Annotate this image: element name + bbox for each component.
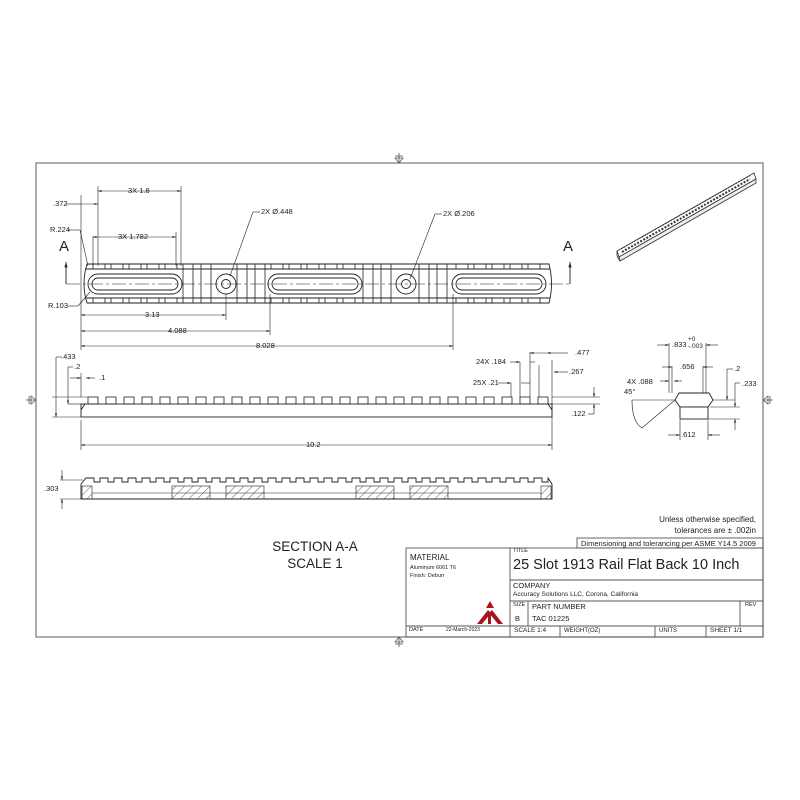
section-marker-left: A bbox=[59, 238, 70, 255]
drawing-frame bbox=[26, 153, 773, 647]
dim-mid-width: .656 bbox=[680, 362, 695, 371]
date-value: 22-March-2023 bbox=[446, 627, 480, 633]
dim-hole1-pos: 3.13 bbox=[145, 310, 160, 319]
size-value: B bbox=[515, 614, 521, 623]
section-view bbox=[60, 470, 553, 509]
dim-lug-height: .122 bbox=[571, 409, 586, 418]
units-label: UNITS bbox=[659, 628, 677, 634]
section-title-line2: SCALE 1 bbox=[287, 556, 343, 571]
material-label: MATERIAL bbox=[410, 553, 450, 562]
dim-slot-width: 24X .184 bbox=[476, 357, 507, 366]
dim-section-height: .303 bbox=[44, 484, 59, 493]
dim-chamfer: 4X .088 bbox=[627, 377, 653, 386]
company-logo-icon bbox=[477, 601, 503, 624]
dim-tol-minus: -.003 bbox=[688, 343, 703, 350]
part-number: TAC 01225 bbox=[532, 614, 570, 623]
end-view bbox=[631, 343, 740, 440]
weight-label: WEIGHT(OZ) bbox=[564, 628, 601, 634]
dim-tol-plus: +0 bbox=[688, 336, 696, 343]
dim-overall-height: .433 bbox=[61, 352, 76, 361]
dim-total-height: .233 bbox=[742, 379, 757, 388]
dim-edge-offset: .372 bbox=[53, 199, 68, 208]
dim-end-chamfer: .1 bbox=[99, 373, 106, 382]
dim-slot-radius: R.103 bbox=[48, 301, 69, 310]
company-name: Accuracy Solutions LLC, Corona, Californ… bbox=[513, 591, 639, 598]
dim-overall-length: 10.2 bbox=[306, 440, 321, 449]
dim-base-width: .612 bbox=[681, 430, 696, 439]
dim-top-width: .833 bbox=[672, 340, 687, 349]
title-label: TITLE bbox=[513, 548, 528, 554]
dim-top-height: .2 bbox=[734, 364, 741, 373]
top-view bbox=[64, 186, 572, 350]
finish-value: Finish: Deburr bbox=[410, 573, 445, 579]
section-title: SECTION A-A SCALE 1 bbox=[255, 538, 375, 572]
dim-lug-width: 25X .21 bbox=[473, 378, 499, 387]
tolerance-note: Unless otherwise specified, tolerances a… bbox=[659, 514, 756, 536]
title-block-frame bbox=[405, 537, 764, 638]
tolerance-line1: Unless otherwise specified, bbox=[659, 515, 756, 524]
dim-end-offset: .267 bbox=[569, 367, 584, 376]
dim-counterbore: 2X Ø.448 bbox=[261, 207, 293, 216]
part-number-label: PART NUMBER bbox=[532, 602, 586, 611]
sheet-value: SHEET 1/1 bbox=[710, 627, 743, 634]
section-marker-right: A bbox=[563, 238, 574, 255]
drawing-title: 25 Slot 1913 Rail Flat Back 10 Inch bbox=[513, 557, 740, 573]
isometric-view bbox=[616, 172, 757, 262]
dim-base-height: .2 bbox=[74, 362, 81, 371]
rev-label: REV bbox=[745, 602, 757, 608]
dim-slot-length: 3X 1.782 bbox=[118, 232, 149, 241]
dim-end-lug: .477 bbox=[575, 348, 590, 357]
section-title-line1: SECTION A-A bbox=[272, 539, 358, 554]
dim-slot3-pos: 8.028 bbox=[256, 341, 275, 350]
dim-angle: 45° bbox=[624, 387, 636, 396]
scale-value: SCALE 1:4 bbox=[514, 627, 547, 634]
size-label: SIZE bbox=[513, 602, 526, 608]
tolerance-line2: tolerances are ± .002in bbox=[674, 526, 756, 535]
dim-slot-pitch: 3X 1.8 bbox=[128, 186, 150, 195]
dim-end-radius: R.224 bbox=[50, 225, 71, 234]
dim-slot2-pos: 4.088 bbox=[168, 326, 187, 335]
side-view bbox=[52, 351, 600, 450]
company-label: COMPANY bbox=[513, 581, 551, 590]
material-value: Aluminum 6061 T6 bbox=[410, 565, 457, 571]
dim-hole: 2X Ø.206 bbox=[443, 209, 475, 218]
standard-note: Dimensioning and tolerancing per ASME Y1… bbox=[581, 539, 756, 548]
date-label: DATE bbox=[409, 627, 424, 633]
